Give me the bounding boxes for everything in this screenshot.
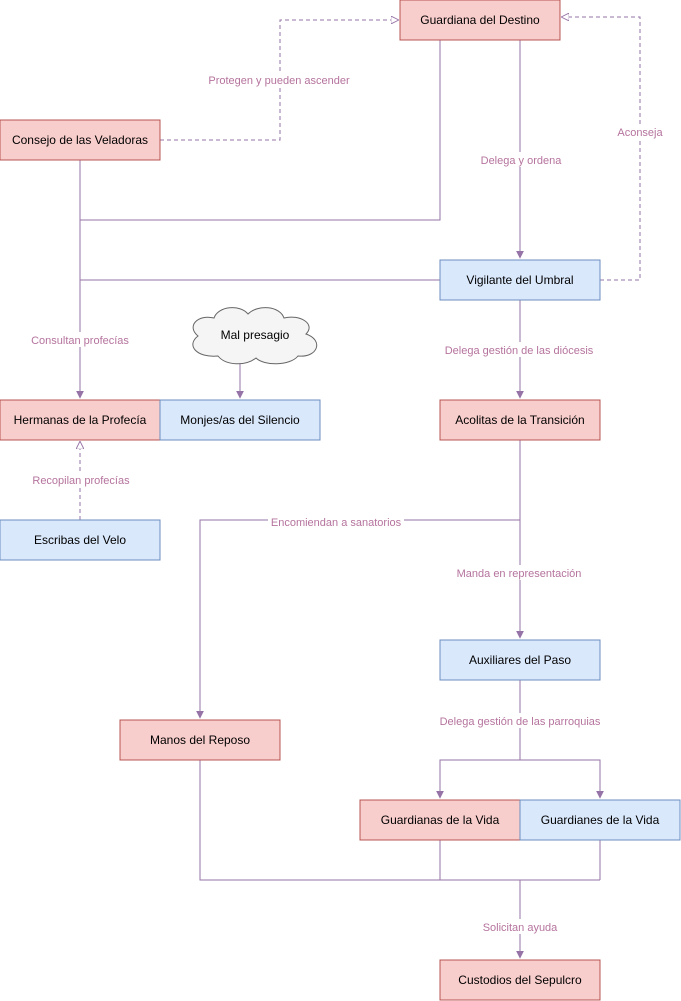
node-monjes-silencio: Monjes/as del Silencio — [159, 399, 321, 441]
edge-split-to-guardianas — [436, 759, 520, 799]
node-guardiana-destino-label: Guardiana del Destino — [420, 13, 540, 27]
node-guardianes-vida: Guardianes de la Vida — [519, 799, 681, 841]
node-manos-reposo-label: Manos del Reposo — [150, 733, 250, 747]
edge-manos-to-merge — [199, 760, 600, 881]
node-escribas-velo-label: Escribas del Velo — [34, 533, 126, 547]
node-guardianas-vida-label: Guardianas de la Vida — [381, 813, 500, 827]
node-auxiliares-paso-label: Auxiliares del Paso — [469, 653, 571, 667]
node-custodios-sepulcro-label: Custodios del Sepulcro — [458, 973, 582, 987]
node-manos-reposo: Manos del Reposo — [119, 719, 281, 761]
node-guardianes-vida-label: Guardianes de la Vida — [541, 813, 660, 827]
node-consejo-veladoras-label: Consejo de las Veladoras — [12, 133, 148, 147]
node-guardianas-vida: Guardianas de la Vida — [359, 799, 521, 841]
node-hermanas-profecia: Hermanas de la Profecía — [0, 399, 161, 441]
edge-vigilante-to-guardiana — [562, 17, 641, 281]
node-vigilante-umbral-label: Vigilante del Umbral — [466, 273, 573, 287]
label-solicitan: Solicitan ayuda — [483, 922, 558, 934]
label-consultan: Consultan profecías — [31, 335, 129, 347]
label-recopilan: Recopilan profecías — [32, 475, 130, 487]
node-acolitas-transicion: Acolitas de la Transición — [439, 399, 601, 441]
node-auxiliares-paso: Auxiliares del Paso — [439, 639, 601, 681]
node-escribas-velo: Escribas del Velo — [0, 519, 161, 561]
edge-guardiana-to-trunk — [80, 40, 441, 221]
node-consejo-veladoras: Consejo de las Veladoras — [0, 119, 161, 161]
label-delega-ordena: Delega y ordena — [481, 155, 563, 167]
node-vigilante-umbral: Vigilante del Umbral — [439, 259, 601, 301]
edge-consejo-to-guardiana — [160, 20, 398, 141]
node-acolitas-transicion-label: Acolitas de la Transición — [455, 413, 584, 427]
label-manda: Manda en representación — [457, 568, 582, 580]
node-hermanas-profecia-label: Hermanas de la Profecía — [14, 413, 147, 427]
edge-acolitas-to-manos — [196, 519, 520, 719]
node-mal-presagio-label: Mal presagio — [221, 328, 290, 342]
cloud-shape — [192, 307, 318, 365]
node-guardiana-destino: Guardiana del Destino — [399, 0, 561, 41]
label-delega-parroquias: Delega gestión de las parroquias — [440, 716, 601, 728]
node-monjes-silencio-label: Monjes/as del Silencio — [180, 413, 300, 427]
node-custodios-sepulcro: Custodios del Sepulcro — [439, 959, 601, 1001]
label-aconseja: Aconseja — [617, 127, 663, 139]
label-delega-diocesis: Delega gestión de las diócesis — [445, 345, 594, 357]
node-mal-presagio: Mal presagio — [192, 307, 318, 365]
label-protegen: Protegen y pueden ascender — [208, 75, 350, 87]
edge-split-to-guardianes — [520, 759, 604, 799]
label-encomiendan: Encomiendan a sanatorios — [271, 517, 402, 529]
